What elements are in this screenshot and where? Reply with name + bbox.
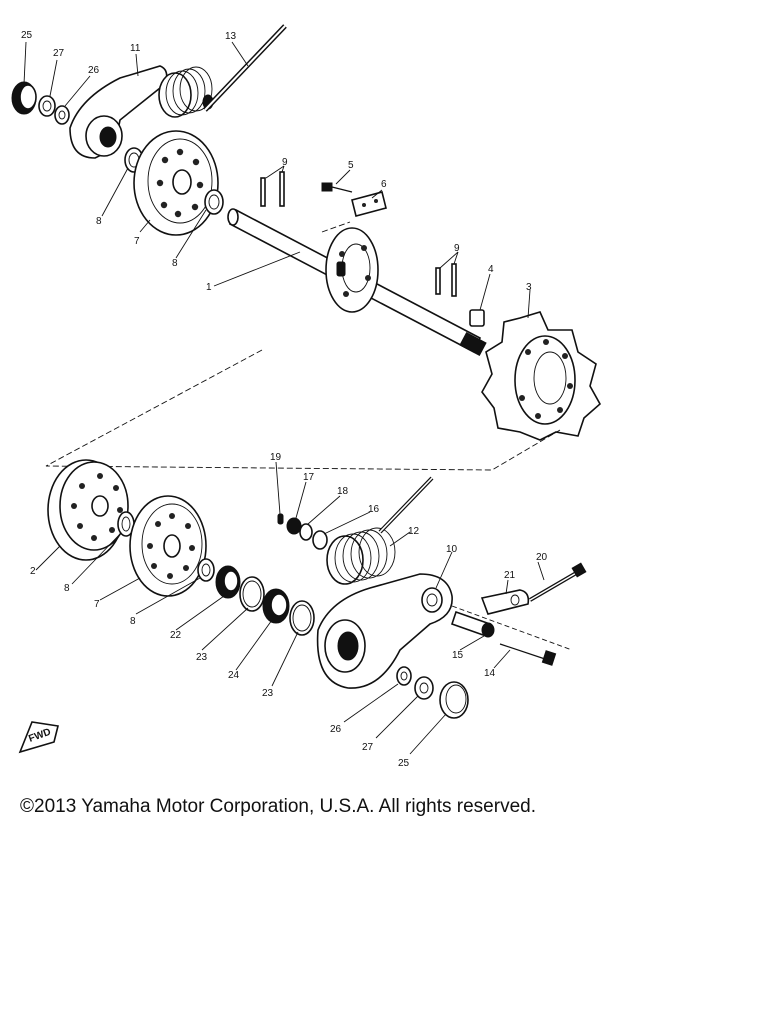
part-24-bearing: [262, 588, 290, 624]
part-8-washer-d: [197, 558, 215, 582]
callout-26-top: 26: [88, 65, 100, 76]
part-17-nut: [286, 517, 302, 535]
callout-19: 19: [270, 452, 282, 463]
part-21-block: [480, 589, 530, 615]
callout-22: 22: [170, 630, 182, 641]
part-22-bearing: [215, 565, 241, 599]
callout-8-top-a: 8: [96, 216, 102, 227]
callout-23-b: 23: [262, 688, 274, 699]
part-8-washer-b: [204, 189, 224, 215]
assembly-bracket: [45, 349, 561, 471]
callout-13: 13: [225, 31, 237, 42]
part-6-link: [351, 191, 387, 217]
callout-5: 5: [348, 160, 354, 171]
callout-27-top: 27: [53, 48, 65, 59]
callout-27-lower: 27: [362, 742, 374, 753]
part-12-spring-lower: [326, 476, 434, 585]
part-13-rod: [203, 24, 287, 112]
leader-lines: [23, 41, 545, 755]
callout-25-top: 25: [21, 30, 33, 41]
part-9-pins-mid: [435, 263, 457, 297]
callout-9-top: 9: [282, 157, 288, 168]
part-2-plate: [47, 459, 129, 561]
callout-3: 3: [526, 282, 532, 293]
fwd-arrow: FWD: [18, 721, 59, 754]
part-20-bolt: [528, 562, 587, 602]
assembly-bracket-top: [321, 221, 351, 233]
callout-7-lower: 7: [94, 599, 100, 610]
part-18-washer: [299, 523, 313, 541]
callout-9-mid: 9: [454, 243, 460, 254]
callout-17: 17: [303, 472, 315, 483]
callout-21: 21: [504, 570, 516, 581]
callout-18: 18: [337, 486, 349, 497]
callout-8-lower-b: 8: [130, 616, 136, 627]
part-23-ring-b: [289, 600, 315, 636]
callout-4: 4: [488, 264, 494, 275]
parts-diagram: FWD: [11, 24, 602, 769]
part-3-sprocket: [481, 311, 602, 441]
part-4-collar: [469, 309, 485, 327]
part-7-wheel-top: [133, 130, 219, 236]
part-27-nut-top: [38, 95, 56, 117]
callout-14: 14: [484, 668, 496, 679]
callout-16: 16: [368, 504, 380, 515]
part-26-washer-lower: [396, 666, 412, 686]
part-7-wheel-lower: [129, 495, 207, 597]
callout-1: 1: [206, 282, 212, 293]
part-shaft-hub: [325, 227, 379, 313]
lower-centerline: [451, 605, 573, 651]
part-10-arm: [316, 573, 453, 689]
callout-24: 24: [228, 670, 240, 681]
part-27-nut-lower: [414, 676, 434, 700]
callout-2: 2: [30, 566, 36, 577]
part-11-arm: [69, 65, 168, 159]
part-16-washer: [312, 530, 328, 550]
callout-15: 15: [452, 650, 464, 661]
part-23-ring-a: [239, 576, 265, 612]
callout-8-lower-a: 8: [64, 583, 70, 594]
callout-10: 10: [446, 544, 458, 555]
callout-23-a: 23: [196, 652, 208, 663]
callout-20: 20: [536, 552, 548, 563]
callout-11: 11: [130, 43, 141, 54]
callout-12: 12: [408, 526, 420, 537]
part-14-bolt: [499, 643, 557, 666]
callout-26-lower: 26: [330, 724, 342, 735]
part-26-washer-top: [54, 105, 70, 125]
part-19-pin: [277, 513, 284, 525]
part-15-pin: [450, 610, 495, 638]
part-25-cap-lower: [439, 681, 469, 719]
callout-labels: 25 27 26 11 13 9 5 6 8 7 8 1 9 4 3 19 17…: [21, 30, 548, 769]
callout-7-top: 7: [134, 236, 140, 247]
part-5-bolt: [321, 182, 353, 193]
callout-6: 6: [381, 179, 387, 190]
part-9-pins-top: [260, 171, 285, 207]
callout-8-top-b: 8: [172, 258, 178, 269]
callout-25-lower: 25: [398, 758, 410, 769]
part-25-cap-top: [11, 81, 37, 115]
copyright-notice: ©2013 Yamaha Motor Corporation, U.S.A. A…: [20, 796, 536, 817]
